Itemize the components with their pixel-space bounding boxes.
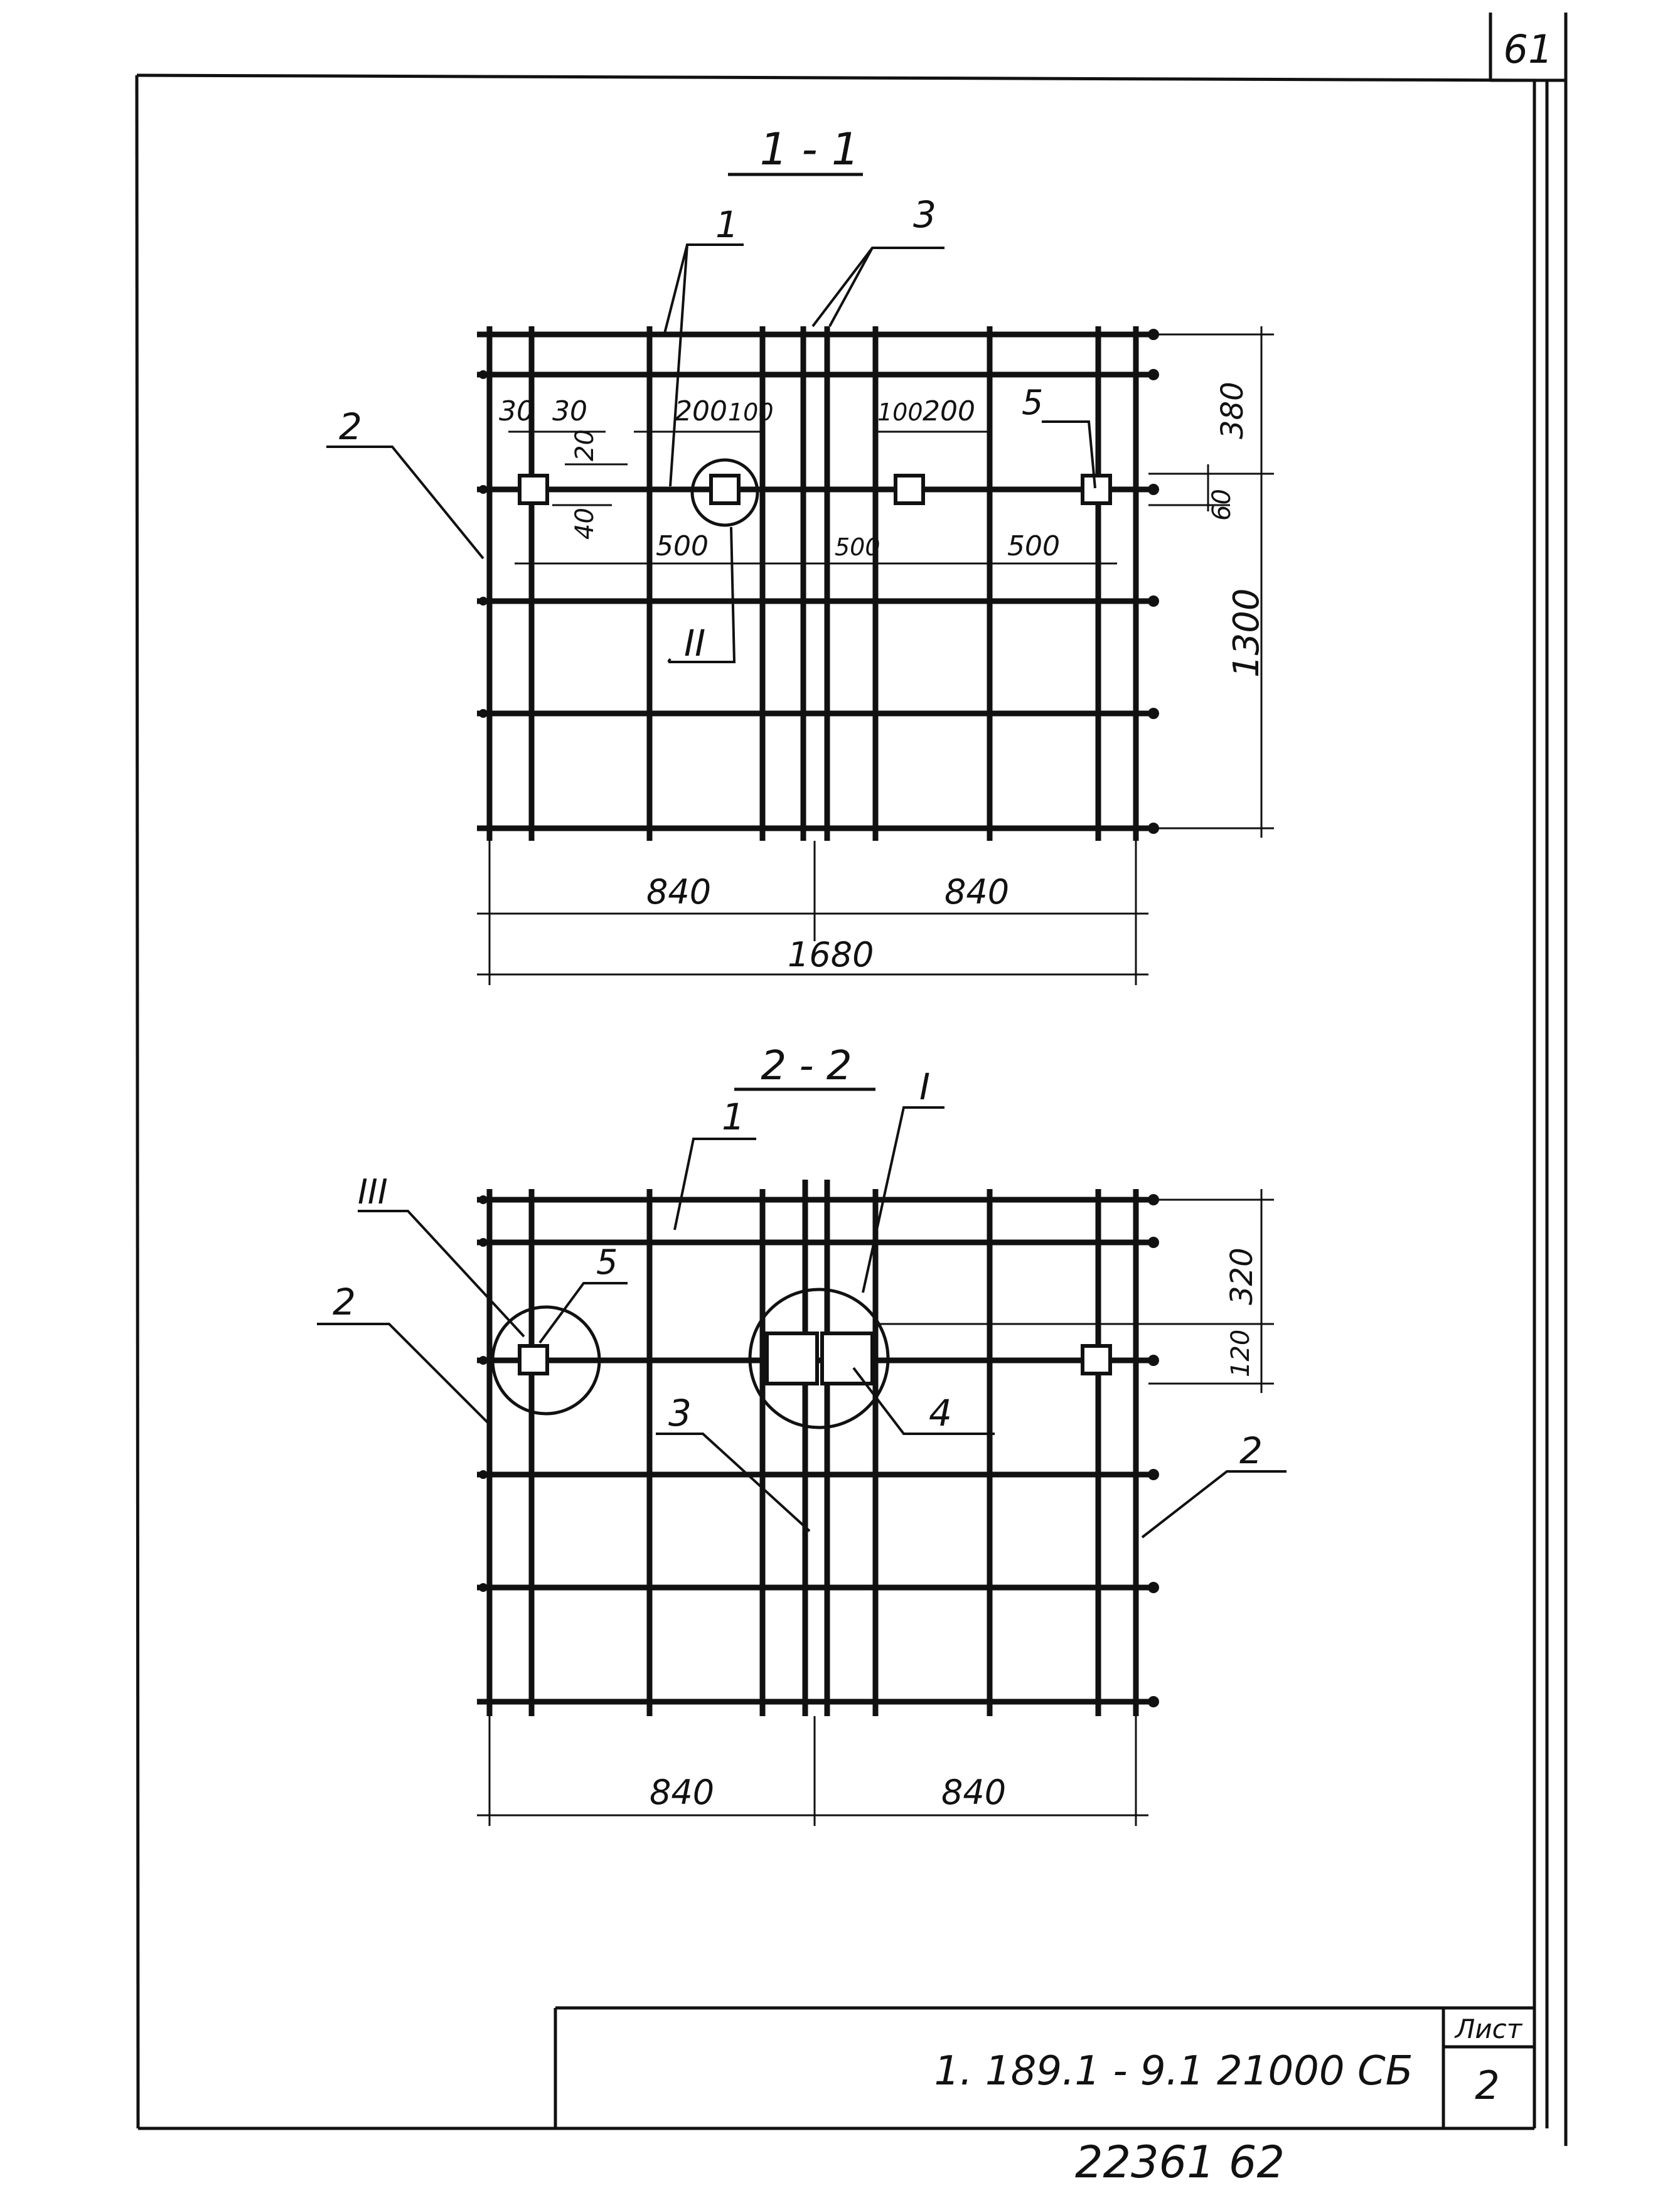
section-2-title: 2 - 2 xyxy=(761,1043,852,1089)
callout-3: 3 xyxy=(913,193,936,236)
dim-380: 380 xyxy=(1215,382,1250,439)
section-1-horizontal-bars xyxy=(477,331,1148,831)
dim-40: 40 xyxy=(570,508,599,540)
callout-3b: 3 xyxy=(668,1392,692,1434)
sheet-label: Лист xyxy=(1454,2014,1523,2044)
callout-detail-III: III xyxy=(358,1172,388,1212)
section-1-title: 1 - 1 xyxy=(760,124,860,175)
section-2-vertical-bars xyxy=(486,1180,1139,1716)
dim-1300: 1300 xyxy=(1226,588,1267,678)
callout-2b-left: 2 xyxy=(333,1281,356,1323)
title-block xyxy=(554,2006,1534,2128)
section-2-horizontal-bars xyxy=(477,1197,1148,1705)
bottom-stamp-number: 22361 62 xyxy=(1075,2137,1285,2188)
dim-500c: 500 xyxy=(1007,530,1060,562)
detail-III-circle xyxy=(491,1305,601,1416)
dim-320: 320 xyxy=(1224,1247,1260,1305)
section-2-leaders xyxy=(317,1106,1287,1539)
dim-100b: 100 xyxy=(877,398,923,426)
section-1-embedded-plates xyxy=(518,474,1112,505)
section-2-dimension-lines xyxy=(477,1189,1274,1826)
section-1-leaders xyxy=(326,243,1096,663)
dim-30a: 30 xyxy=(499,395,534,427)
callout-2b-right: 2 xyxy=(1239,1429,1263,1472)
sheet-number: 2 xyxy=(1475,2063,1499,2108)
dim-1680: 1680 xyxy=(788,935,874,974)
dim-200a: 200 xyxy=(675,395,727,427)
dim-100a: 100 xyxy=(728,398,774,426)
callout-4: 4 xyxy=(929,1392,952,1434)
section-2-bar-ends xyxy=(479,1194,1159,1707)
section-2-embedded-plates xyxy=(518,1331,1112,1385)
page-number-box xyxy=(1489,13,1568,82)
section-1-1: 1 - 1 xyxy=(326,124,1274,985)
dim-200b: 200 xyxy=(923,395,975,427)
sheet-frame xyxy=(135,73,1568,2146)
dim-20: 20 xyxy=(570,429,599,461)
section-1-dimension-lines xyxy=(477,326,1274,985)
callout-1: 1 xyxy=(715,203,739,246)
dim-500a: 500 xyxy=(656,530,709,562)
document-code: 1. 189.1 - 9.1 21000 СБ xyxy=(934,2048,1413,2095)
detail-I-circle xyxy=(748,1288,890,1429)
dim-60: 60 xyxy=(1207,489,1236,521)
callout-detail-I: I xyxy=(919,1065,930,1108)
dim-30b: 30 xyxy=(552,395,587,427)
callout-2: 2 xyxy=(339,405,362,448)
dim-840c: 840 xyxy=(650,1773,714,1812)
section-2-2: 2 - 2 xyxy=(317,1043,1287,1826)
callout-5b: 5 xyxy=(596,1242,618,1282)
callout-1b: 1 xyxy=(722,1096,745,1138)
dim-840a: 840 xyxy=(646,872,711,912)
dim-120: 120 xyxy=(1226,1330,1255,1377)
section-1-vertical-bars xyxy=(486,326,1139,841)
callout-5: 5 xyxy=(1022,383,1043,422)
dim-840b: 840 xyxy=(944,872,1009,912)
dim-500b: 500 xyxy=(835,533,880,561)
callout-detail-II: II xyxy=(684,622,705,664)
dim-840d: 840 xyxy=(941,1773,1006,1812)
detail-II-circle xyxy=(690,458,759,527)
page-number: 61 xyxy=(1504,26,1553,72)
